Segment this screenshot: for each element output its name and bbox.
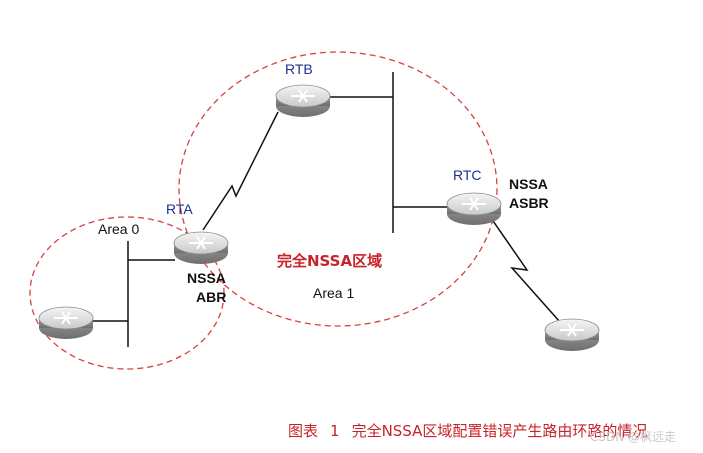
caption-text: 完全NSSA区域配置错误产生路由环路的情况 (351, 422, 648, 440)
rta-router-icon (173, 231, 229, 264)
area0-label: Area 0 (98, 221, 139, 237)
nssa-area-boundary (178, 51, 498, 327)
watermark: CSDN @枫远走 (590, 430, 677, 444)
figure-caption: 图表 1 完全NSSA区域配置错误产生路由环路的情况 (288, 420, 647, 441)
router-icon (38, 306, 94, 339)
rtc-external-serial-link (490, 217, 561, 323)
router-icon (544, 318, 600, 351)
rtc-role-nssa: NSSA (509, 176, 548, 192)
area1-label: Area 1 (313, 285, 354, 301)
area0-boundary (29, 216, 225, 370)
rta-rtb-serial-link (202, 111, 279, 231)
caption-figure-number: 1 (330, 422, 340, 440)
rta-role-abr: ABR (196, 289, 226, 305)
totally-nssa-zone-label: 完全NSSA区域 (277, 252, 382, 270)
rta-role-nssa: NSSA (187, 270, 226, 286)
caption-figure-label: 图表 (288, 422, 319, 440)
rta-label: RTA (166, 201, 193, 217)
rtc-label: RTC (453, 167, 482, 183)
rtc-role-asbr: ASBR (509, 195, 549, 211)
rtb-router-icon (275, 84, 331, 117)
rtb-label: RTB (285, 61, 313, 77)
rtc-router-icon (446, 192, 502, 225)
links (93, 72, 561, 347)
